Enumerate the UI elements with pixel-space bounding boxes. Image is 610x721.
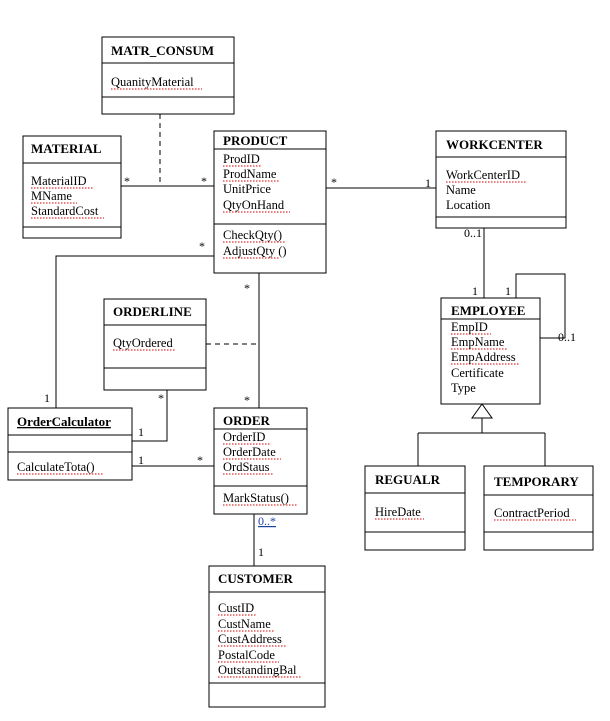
multiplicity-label: 1 [138, 453, 144, 467]
attribute: UnitPrice [223, 182, 271, 196]
attribute: Location [446, 198, 491, 212]
attribute: HireDate [375, 505, 421, 519]
attribute: MaterialID [31, 174, 87, 188]
multiplicity-label: 1 [44, 391, 50, 405]
multiplicity-label: * [201, 174, 207, 188]
attribute: CustID [218, 601, 254, 615]
multiplicity-label: 1 [472, 284, 478, 298]
class-material[interactable]: MATERIAL MaterialID MName StandardCost [22, 135, 122, 239]
class-customer[interactable]: CUSTOMER CustID CustName CustAddress Pos… [208, 565, 326, 708]
multiplicity-label: * [158, 391, 164, 405]
attribute: OrdStaus [223, 460, 270, 474]
class-product[interactable]: PRODUCT ProdID ProdName UnitPrice QtyOnH… [213, 130, 327, 274]
class-name: EMPLOYEE [451, 303, 525, 318]
spellcheck-underline [223, 443, 298, 506]
spellcheck-underline [223, 165, 290, 259]
attribute: ProdID [223, 152, 260, 166]
class-regualr[interactable]: REGUALR HireDate [364, 465, 466, 551]
class-name: WORKCENTER [446, 137, 543, 152]
class-name: OrderCalculator [17, 414, 111, 429]
operation: CheckQty() [223, 228, 282, 242]
employee-self-association [515, 273, 566, 339]
attribute: ProdName [223, 167, 277, 181]
multiplicity-label: 0..1 [558, 330, 576, 344]
class-name: PRODUCT [223, 133, 288, 148]
multiplicity-labels: * * * 1 0..1 1 1 0..1 * 1 * * * 1 1 * 0.… [44, 174, 576, 559]
class-ordercalculator[interactable]: OrderCalculator CalculateTota() [7, 407, 133, 481]
attribute: CustName [218, 617, 271, 631]
attribute: OrderDate [223, 445, 276, 459]
attribute: ContractPeriod [494, 506, 570, 520]
attribute: StandardCost [31, 204, 99, 218]
spellcheck-underline [451, 333, 520, 365]
attribute: WorkCenterID [446, 168, 520, 182]
multiplicity-label: 1 [505, 284, 511, 298]
multiplicity-label: * [197, 453, 203, 467]
multiplicity-label: 1 [138, 425, 144, 439]
attribute: Certificate [451, 366, 504, 380]
class-name: MATR_CONSUM [111, 43, 214, 58]
attribute: PostalCode [218, 648, 275, 662]
operation: CalculateTota() [17, 460, 95, 474]
class-order[interactable]: ORDER OrderID OrderDate OrdStaus MarkSta… [213, 407, 308, 515]
attribute: EmpAddress [451, 350, 516, 364]
attribute: MName [31, 189, 72, 203]
multiplicity-label: * [199, 239, 205, 253]
class-employee[interactable]: EMPLOYEE EmpID EmpName EmpAddress Certif… [440, 297, 541, 405]
operation: AdjustQty () [223, 244, 287, 258]
attribute: EmpID [451, 320, 488, 334]
generalization-arrow-icon [471, 403, 493, 419]
multiplicity-label: * [124, 174, 130, 188]
multiplicity-label: 0..* [258, 514, 276, 528]
multiplicity-label: 0..1 [464, 226, 482, 240]
attribute: CustAddress [218, 632, 282, 646]
attribute: QuanityMaterial [111, 75, 194, 89]
class-name: REGUALR [375, 472, 441, 487]
spellcheck-underline [218, 614, 302, 678]
attribute: OrderID [223, 430, 265, 444]
attribute: Type [451, 381, 476, 395]
attribute: OutstandingBal [218, 663, 297, 677]
class-orderline[interactable]: ORDERLINE QtyOrdered [103, 298, 207, 391]
attribute: Name [446, 183, 476, 197]
attribute: EmpName [451, 335, 505, 349]
spellcheck-underline [31, 187, 104, 219]
attribute: QtyOnHand [223, 198, 285, 212]
multiplicity-label: * [331, 175, 337, 189]
class-workcenter[interactable]: WORKCENTER WorkCenterID Name Location [435, 130, 567, 229]
product-calculator-association [55, 255, 214, 408]
multiplicity-label: 1 [258, 545, 264, 559]
class-name: TEMPORARY [494, 474, 579, 489]
class-name: ORDERLINE [113, 304, 192, 319]
class-name: CUSTOMER [218, 571, 293, 586]
orderline-calculator-association [132, 390, 168, 442]
multiplicity-label: * [244, 393, 250, 407]
class-name: MATERIAL [31, 141, 102, 156]
class-temporary[interactable]: TEMPORARY ContractPeriod [483, 465, 594, 551]
class-name: ORDER [223, 413, 271, 428]
multiplicity-label: * [244, 281, 250, 295]
attribute: QtyOrdered [113, 336, 173, 350]
class-matr-consum[interactable]: MATR_CONSUM QuanityMaterial [101, 36, 235, 115]
multiplicity-label: 1 [425, 176, 431, 190]
associations [55, 114, 566, 566]
operation: MarkStatus() [223, 491, 289, 505]
